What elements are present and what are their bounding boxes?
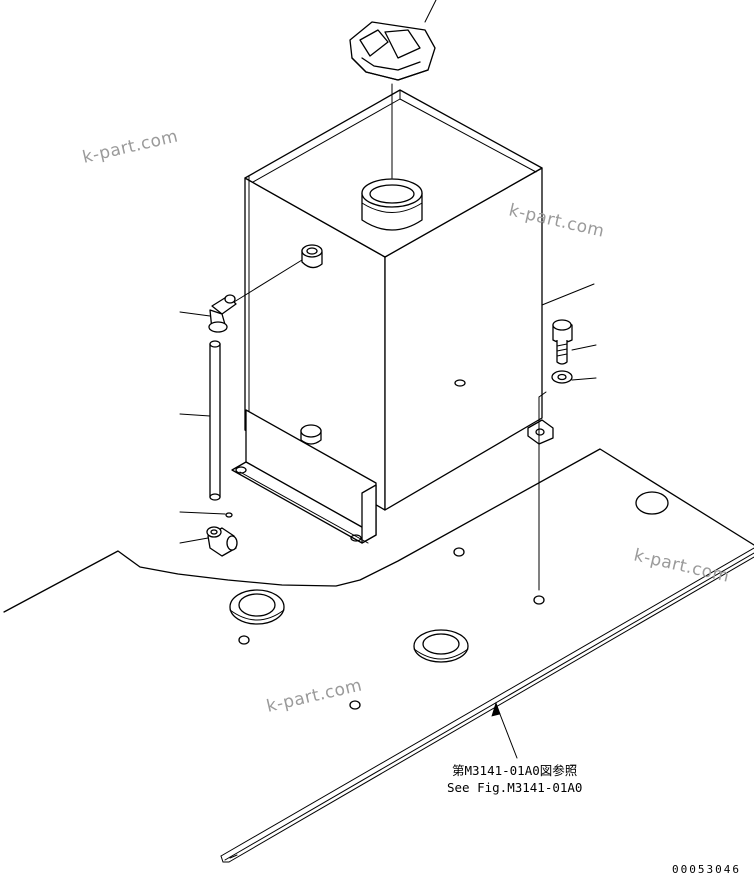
base-plate	[3, 448, 754, 863]
watermark-1: k-part.com	[81, 126, 181, 167]
reference-label-jp: 第M3141-01A0図参照	[452, 763, 577, 778]
grommet-left	[229, 589, 285, 625]
watermark-3: k-part.com	[632, 545, 732, 586]
hydraulic-tank	[244, 89, 595, 511]
o-ring	[179, 511, 233, 518]
drawing-number: 00053046	[672, 863, 741, 876]
watermark-4: k-part.com	[265, 675, 365, 716]
mounting-bracket	[231, 409, 377, 544]
reference-label-en: See Fig.M3141-01A0	[447, 780, 582, 795]
bolt	[552, 319, 597, 365]
washer	[551, 370, 597, 384]
plate-holes	[238, 491, 669, 710]
tank-port-upper	[301, 244, 323, 269]
filler-cap	[349, 0, 437, 81]
elbow-fitting-lower	[179, 526, 238, 557]
reference-leader	[491, 701, 518, 759]
elbow-fitting-upper	[179, 259, 303, 333]
tank-port-lower	[300, 424, 322, 445]
filler-neck	[361, 83, 423, 231]
grommet-right	[413, 629, 469, 663]
pipe	[179, 340, 221, 501]
side-bracket	[527, 391, 554, 591]
